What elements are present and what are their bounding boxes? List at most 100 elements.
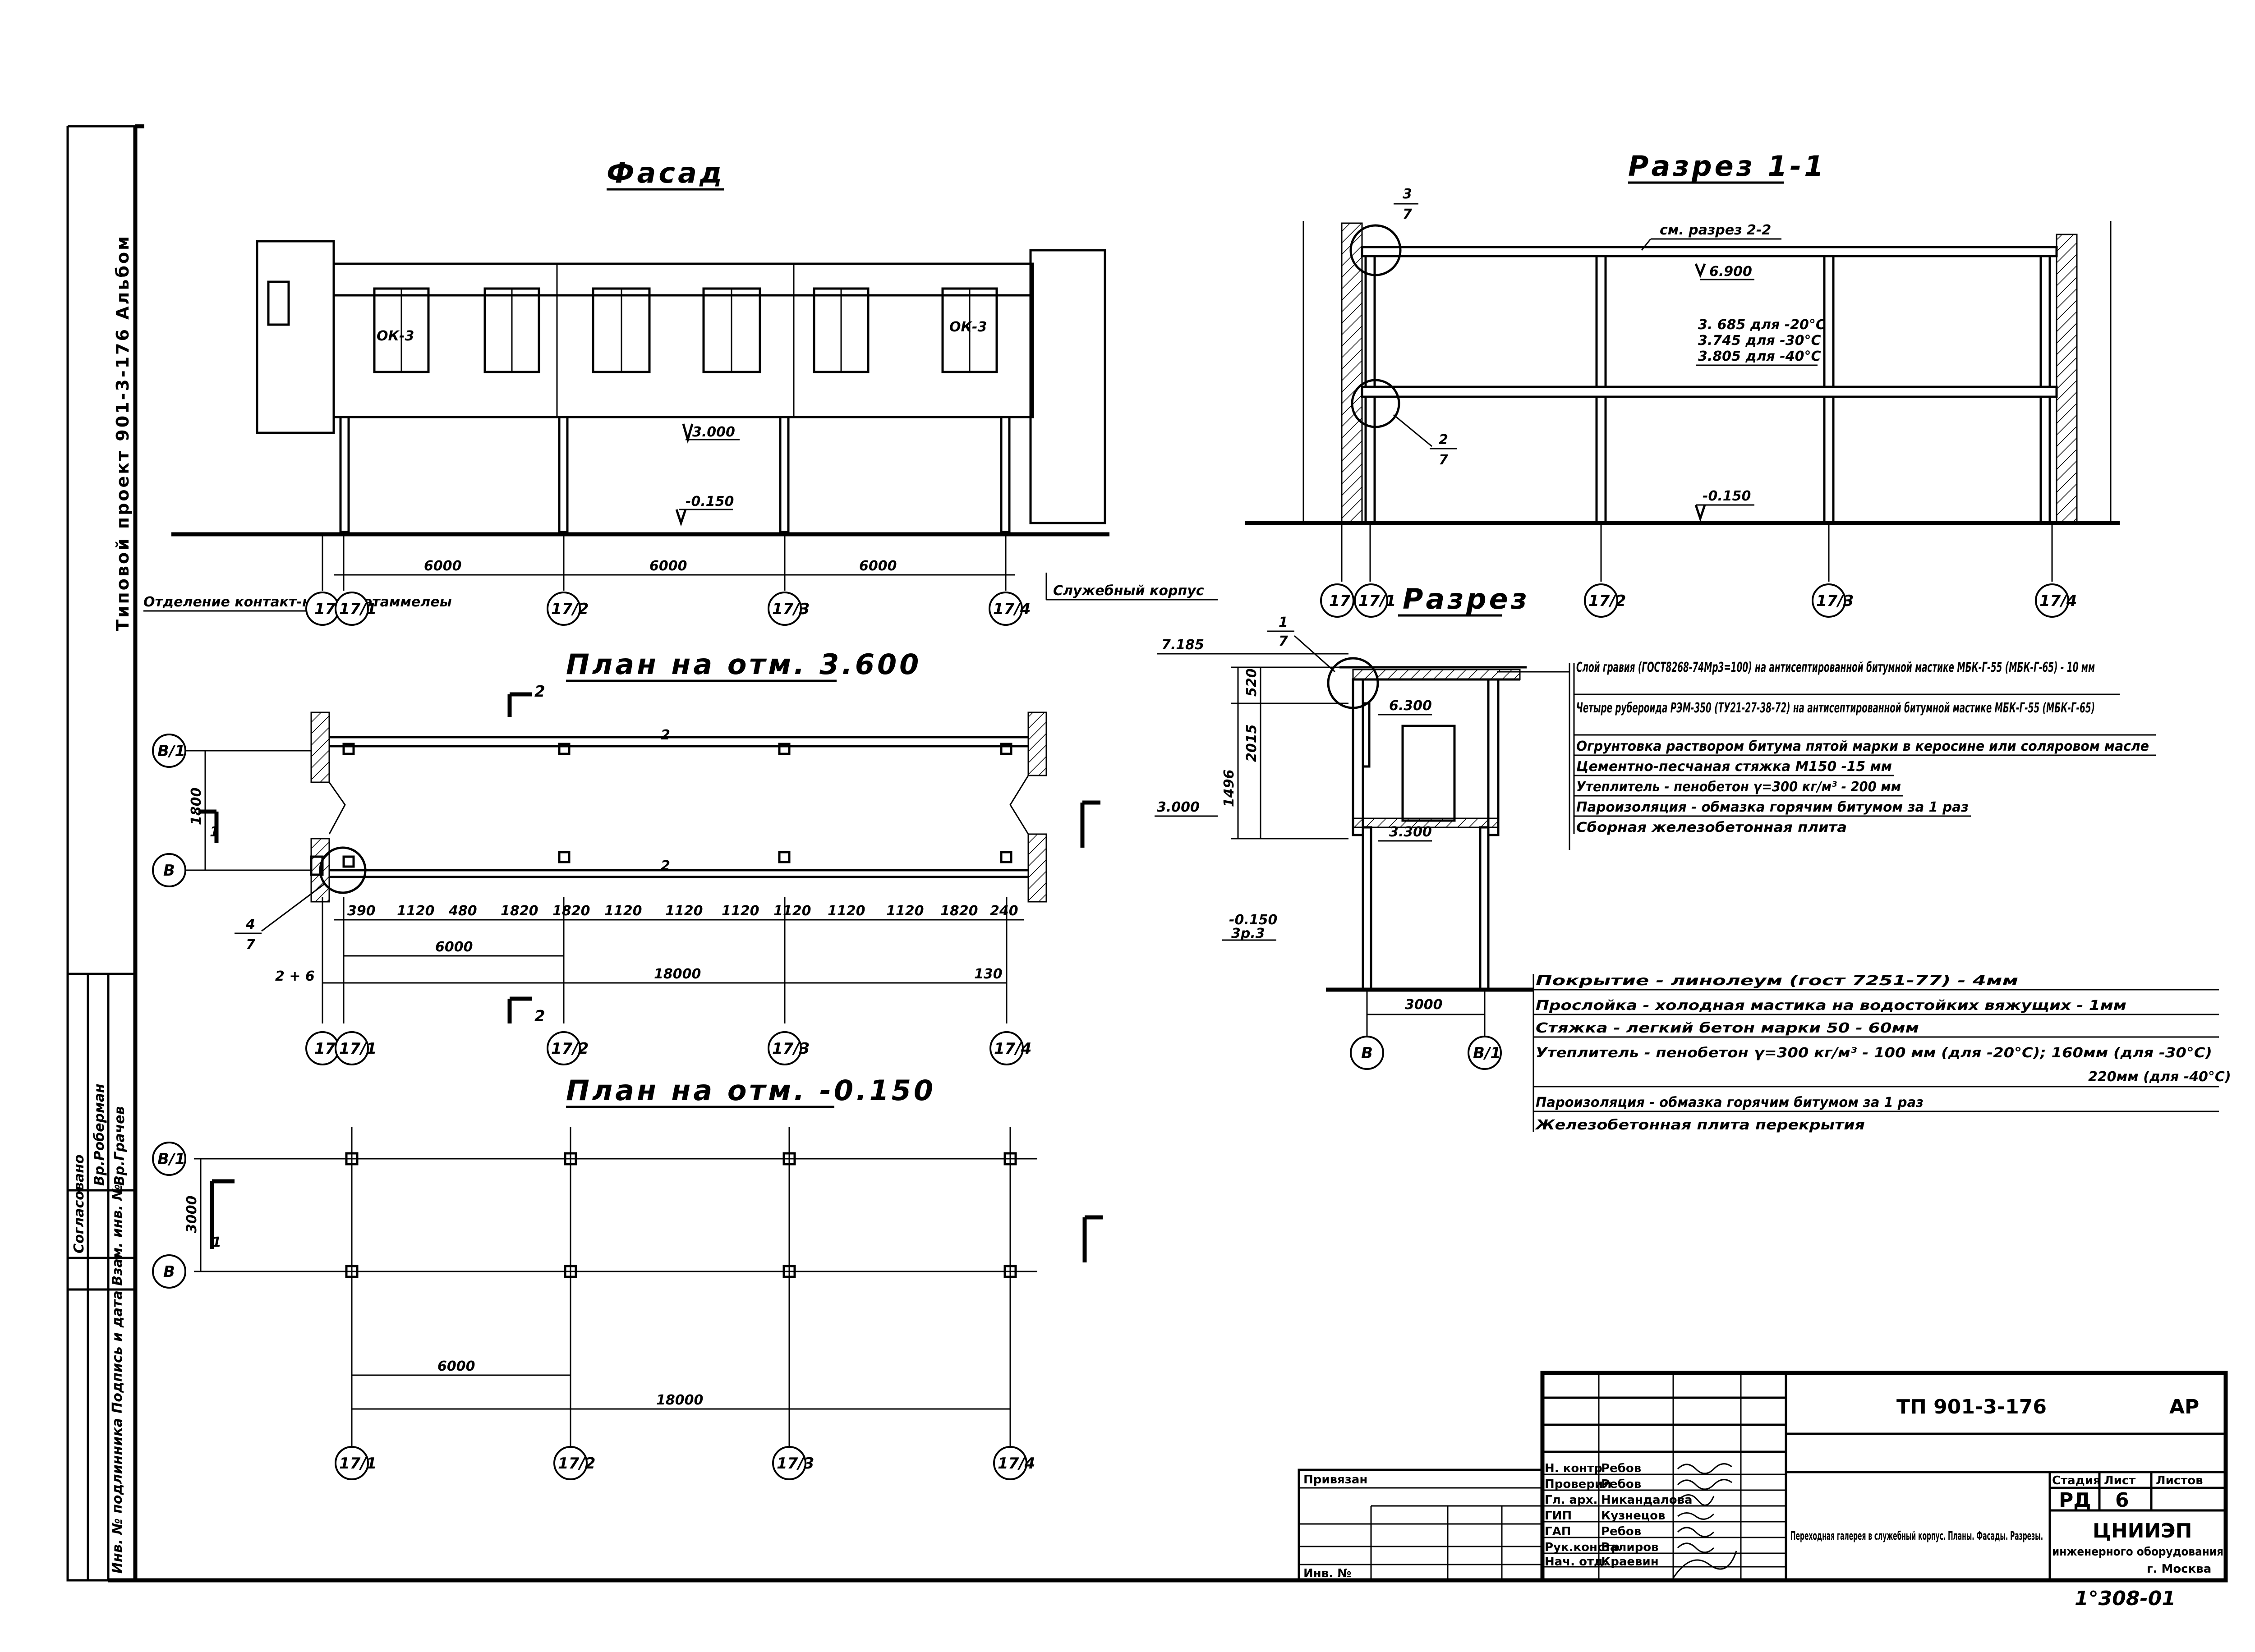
plan-3600-dim-18000: 18000: [654, 966, 701, 982]
floor-layer-5: Пароизоляция - обмазка горячим битумом з…: [1536, 1095, 1924, 1111]
section-level-m0150b: 3р.3: [1231, 926, 1265, 941]
section-axes: В В/1: [1350, 1036, 1502, 1070]
section-1-1-level-note-3: 3.805 для -40°С: [1698, 349, 1821, 364]
approval-head: Согласовано: [71, 1155, 87, 1253]
plan-m150-dim-6000: 6000: [437, 1358, 475, 1374]
section-callout: 1: [1279, 615, 1288, 630]
facade-right-note: Служебный корпус: [1053, 583, 1204, 599]
plan-3600-dim-b: 2: [661, 858, 670, 874]
section-1-1-callout-mid: 2: [1439, 432, 1448, 448]
tb-doc-code: ТП 901-3-176: [1896, 1395, 2047, 1418]
p36-sd-8: 1120: [722, 903, 759, 919]
section-callout-sheet: 7: [1279, 633, 1288, 649]
floor-layer-4: Утеплитель - пенобетон γ=300 кг/м³ - 100…: [1536, 1045, 2212, 1061]
section-dim-v3: 1496: [1221, 770, 1237, 808]
tb-role-3: Гл. арх.: [1545, 1493, 1597, 1507]
section-1-1-callout-top-sheet: 7: [1403, 206, 1412, 222]
s11-axis-17: 17: [1329, 592, 1351, 610]
roof-layer-1: Слой гравия (ГОСТ8268-74Мр3=100) на анти…: [1576, 660, 2095, 675]
section-level-3000: 3.000: [1157, 799, 1200, 815]
tb-name-7: Краевин: [1601, 1555, 1659, 1569]
s11-axis-17-3: 17/3: [1816, 592, 1854, 610]
facade-axis-17-4: 17/4: [993, 600, 1031, 618]
plan-m150-axes: В/1 В 17/1 17/2 17/3 17/4: [152, 1142, 1035, 1480]
p36-axis-b: В: [163, 862, 175, 880]
plan-m150-dim-18000: 18000: [656, 1392, 703, 1408]
section-dim-v1: 520: [1244, 668, 1260, 697]
p36-sd-11: 1120: [886, 903, 924, 919]
s11-axis-17-1: 17/1: [1358, 592, 1396, 610]
pm-axis-17-1: 17/1: [339, 1455, 377, 1473]
plan-3600-title: План на отм. 3.600: [566, 648, 921, 681]
plan-3600-callout-sheet: 7: [246, 937, 255, 953]
pm-axis-17-2: 17/2: [558, 1455, 595, 1473]
tb-role-1: Н. контр: [1545, 1462, 1602, 1475]
plan-3600-dim-a: 2: [661, 727, 670, 743]
s11-axis-17-4: 17/4: [2039, 592, 2077, 610]
floor-layer-3: Стяжка - легкий бетон марки 50 - 60мм: [1536, 1020, 1919, 1036]
tb-stage-label: Стадия: [2052, 1474, 2101, 1487]
section-1-1-ref: см. разрез 2-2: [1660, 222, 1771, 238]
tb-name-4: Кузнецов: [1601, 1509, 1666, 1523]
p36-axis-17-2: 17/2: [551, 1040, 589, 1058]
tb-role-5: ГАП: [1545, 1525, 1571, 1538]
roof-layer-7: Сборная железобетонная плита: [1576, 820, 1847, 835]
plan-3600-view: План на отм. 3.600 2 2 2 2: [180, 648, 1100, 1025]
plan-m150-section-mark: 1: [212, 1234, 221, 1250]
facade-axes: 17 17/1 17/2 17/3 17/4: [305, 592, 1031, 626]
roof-layers: Слой гравия (ГОСТ8268-74Мр3=100) на анти…: [1573, 660, 2156, 835]
approval-2: Вр.Грачев: [112, 1106, 128, 1186]
plan-3600-section-mark: 1: [210, 824, 219, 840]
plan-3600-axes: В/1 В 17 17/1 17/2 17/3 17/4: [152, 734, 1031, 1065]
section-1-1-level-note-1: 3. 685 для -20°С: [1698, 317, 1826, 333]
p36-sd-10: 1120: [828, 903, 865, 919]
tb-sheet: 6: [2115, 1489, 2129, 1512]
tb-role-6: Рук.констр: [1545, 1541, 1620, 1554]
section-title: Разрез: [1403, 583, 1530, 615]
section-dim-v2: 2015: [1244, 725, 1260, 762]
tb-name-1: Ребов: [1601, 1462, 1641, 1475]
section-axis-b: В: [1361, 1044, 1373, 1062]
section-1-1-axes: 17 17/1 17/2 17/3 17/4: [1320, 583, 2077, 618]
tb-name-5: Ребов: [1601, 1525, 1641, 1538]
section-level-m0150: -0.150: [1229, 912, 1277, 928]
title-block: Привязан Инв. № Н. контр Проверил Гл. ар…: [1298, 1371, 2228, 1610]
p36-sd-9: 1120: [773, 903, 811, 919]
section-1-1-callout-top: 3: [1403, 186, 1412, 202]
facade-dim-2: 6000: [649, 558, 687, 574]
pm-axis-17-4: 17/4: [998, 1455, 1035, 1473]
p36-sd-6: 1120: [604, 903, 642, 919]
plan-3600-dim-right: 130: [974, 966, 1003, 982]
tb-org: ЦНИИЭП: [2093, 1519, 2192, 1542]
left-margin: Типовой проект 901-3-176 Альбом Согласов…: [66, 234, 137, 1582]
p36-sd-2: 1120: [397, 903, 435, 919]
p36-sd-12: 1820: [940, 903, 978, 919]
facade-left-note: Отделение контакт-ных осветаммелеы: [143, 594, 452, 610]
section-1-1-level-note-2: 3.745 для -30°С: [1698, 333, 1821, 349]
p36-axis-17-4: 17/4: [994, 1040, 1031, 1058]
facade-axis-17: 17: [314, 600, 336, 618]
facade-view: Фасад ОК-3 ОК-3 3.000: [143, 156, 1218, 612]
p36-axis-17: 17: [314, 1040, 336, 1058]
tb-city: г. Москва: [2147, 1562, 2211, 1576]
plan-3600-callout: 4: [245, 917, 255, 932]
pm-axis-b: В: [163, 1263, 175, 1281]
facade-axis-17-2: 17/2: [551, 600, 589, 618]
floor-layer-6: Железобетонная плита перекрытия: [1535, 1117, 1865, 1133]
section-axis-b1: В/1: [1473, 1044, 1501, 1062]
section-dim-h: 3000: [1405, 997, 1443, 1013]
plan-3600-dim-6000: 6000: [435, 939, 473, 955]
tb-org-sub: инженерного оборудования: [2052, 1545, 2223, 1559]
pm-axis-b1: В/1: [157, 1150, 185, 1168]
window-mark-right: ОК-3: [949, 319, 987, 335]
roof-layer-6: Пароизоляция - обмазка горячим битумом з…: [1576, 799, 1969, 815]
facade-axis-17-3: 17/3: [772, 600, 810, 618]
tb-archive-no: 1°308-01: [2075, 1587, 2176, 1610]
section-view: Разрез 1 7 7.185 6.300 3.000 3.300 -0.15…: [1155, 583, 1570, 1037]
window-mark-left: ОК-3: [377, 328, 414, 344]
floor-layer-1: Покрытие - линолеум (гост 7251-77) - 4мм: [1536, 973, 2018, 989]
tb-doc-mark: АР: [2169, 1395, 2199, 1418]
tb-role-2: Проверил: [1545, 1478, 1611, 1491]
section-level-6300: 6.300: [1389, 698, 1432, 714]
roof-layer-3: Огрунтовка раствором битума пятой марки …: [1576, 739, 2149, 754]
